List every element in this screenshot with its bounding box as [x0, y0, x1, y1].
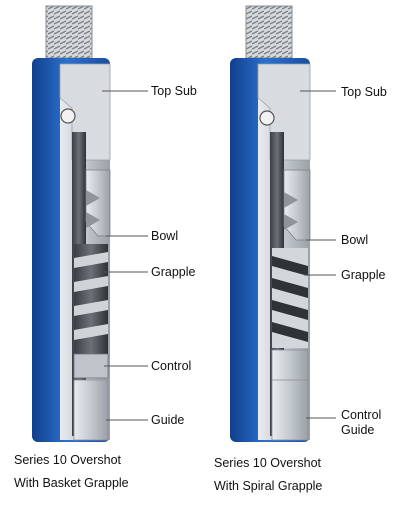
label-bowl-left: Bowl — [151, 229, 179, 243]
label-guide-right: Guide — [341, 423, 375, 437]
threaded-pin — [246, 6, 292, 58]
threaded-pin — [46, 6, 92, 58]
seal-ball — [259, 110, 275, 126]
control — [73, 353, 109, 379]
overshot-left-basket-grapple — [32, 5, 148, 442]
label-top-sub-right: Top Sub — [341, 85, 387, 99]
caption-right-line2: With Spiral Grapple — [214, 479, 323, 493]
caption-left-line2: With Basket Grapple — [14, 476, 129, 490]
leader-lines-left — [102, 90, 148, 421]
caption-left-line1: Series 10 Overshot — [14, 453, 121, 467]
basket-grapple — [74, 244, 108, 354]
label-control-right: Control — [341, 408, 382, 422]
guide — [73, 379, 109, 441]
label-grapple-right: Grapple — [341, 268, 386, 282]
seal-ball — [60, 108, 76, 124]
leader-lines-right — [300, 90, 336, 419]
spiral-grapple — [272, 248, 308, 348]
label-guide-left: Guide — [151, 413, 185, 427]
label-grapple-left: Grapple — [151, 265, 196, 279]
caption-right-line1: Series 10 Overshot — [214, 456, 321, 470]
control-guide — [271, 349, 309, 441]
label-top-sub-left: Top Sub — [151, 84, 197, 98]
label-bowl-right: Bowl — [341, 233, 369, 247]
overshot-right-spiral-grapple — [230, 5, 336, 442]
label-control-left: Control — [151, 359, 192, 373]
